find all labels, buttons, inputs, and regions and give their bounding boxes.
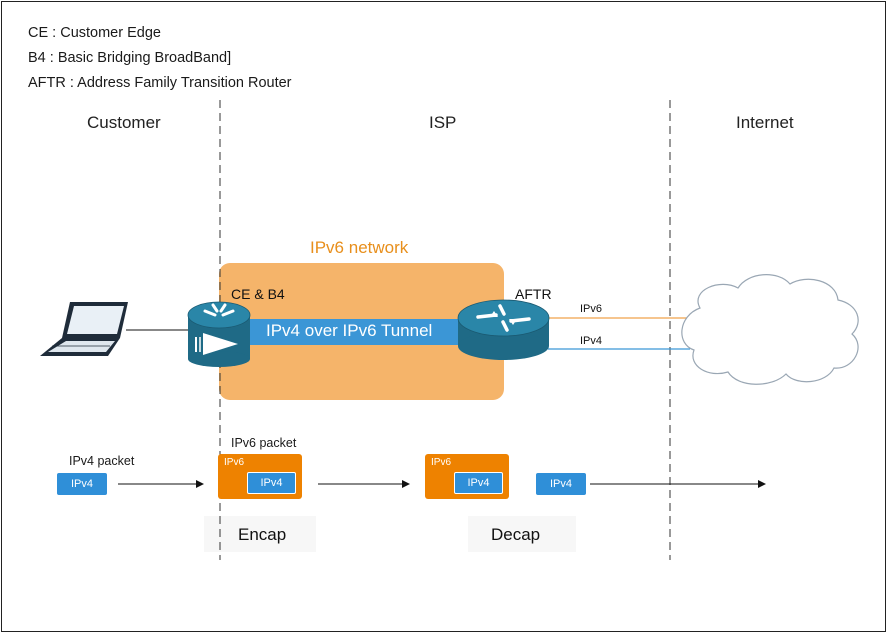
decap-label: Decap [491,525,541,544]
zone-customer-label: Customer [87,113,161,132]
packet-flow-arrows [118,480,766,488]
ipv6-packet-encap: IPv6 IPv4 [218,454,302,499]
ce-b4-label: CE & B4 [231,286,285,302]
zone-internet-label: Internet [736,113,794,132]
ipv4-inner-tag-decap: IPv4 [454,472,503,494]
internet-cloud-icon [681,274,859,385]
encap-background [204,516,316,552]
legend-b4: B4 : Basic Bridging BroadBand] [28,50,232,66]
ipv6-packet-label: IPv6 packet [231,436,297,450]
aftr-label: AFTR [515,286,552,302]
ipv6-link-label: IPv6 [580,303,603,315]
encap-label: Encap [238,525,287,544]
ipv6-packet-decap: IPv6 IPv4 [425,454,509,499]
ce-b4-router-icon [187,301,251,367]
ipv4-packet-tag: IPv4 [57,473,107,495]
ipv4-inner-tag-encap: IPv4 [247,472,296,494]
zone-isp-label: ISP [429,113,457,132]
ipv6-packet-decap-tag: IPv6 [431,457,452,468]
legend-ce: CE : Customer Edge [28,25,161,41]
tunnel-bar [236,319,484,345]
ipv4-link-label: IPv4 [580,335,603,347]
decap-background [468,516,576,552]
tunnel-label: IPv4 over IPv6 Tunnel [266,321,433,340]
ipv6-packet-encap-tag: IPv6 [224,457,245,468]
laptop-icon [40,302,128,356]
ipv4-packet-out-tag: IPv4 [536,473,586,495]
ipv6-network-title: IPv6 network [310,238,409,257]
legend-aftr: AFTR : Address Family Transition Router [28,75,292,91]
ipv4-packet-label: IPv4 packet [69,454,135,468]
aftr-router-icon [457,299,550,360]
